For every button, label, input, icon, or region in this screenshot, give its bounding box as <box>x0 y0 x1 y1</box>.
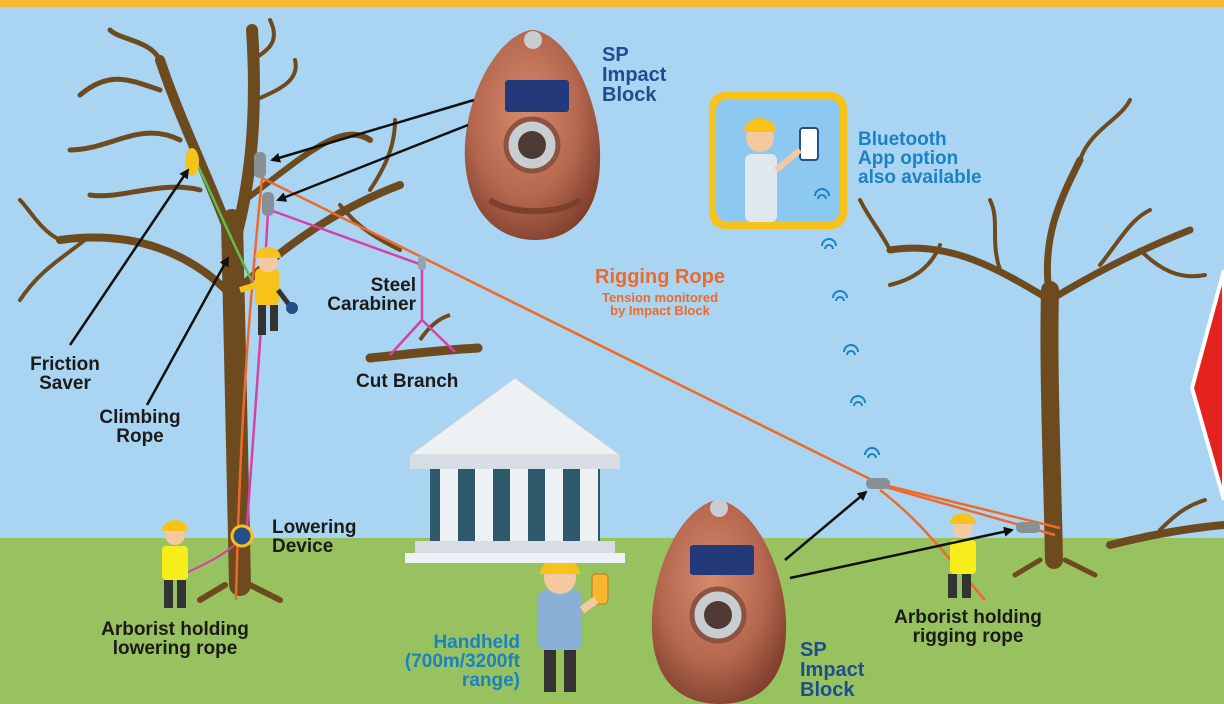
label-line: Rope <box>85 427 195 446</box>
impact-block-on-tree-2 <box>262 192 274 216</box>
label-line: SP <box>800 640 864 660</box>
label-line: SP <box>602 45 666 65</box>
rigging-rope-title: Rigging Rope <box>560 267 760 287</box>
label-line: Handheld <box>380 633 520 652</box>
label-line: range) <box>380 671 520 690</box>
label-line: Arborist holding <box>858 608 1078 627</box>
rigging-rope-subtitle: by Impact Block <box>560 304 760 317</box>
top-border <box>0 0 1224 7</box>
lowering-device-icon <box>232 526 252 546</box>
label-line: Arborist holding <box>60 620 290 639</box>
steel-carabiner-icon <box>418 256 426 270</box>
impact-block-on-tree-right <box>1016 522 1040 533</box>
label-line: Lowering <box>272 518 356 537</box>
label-arborist-rigging: Arborist holding rigging rope <box>858 608 1078 646</box>
label-sp-impact-block-top: SP Impact Block <box>602 45 666 105</box>
label-line: rigging rope <box>858 627 1078 646</box>
label-line: App option <box>858 149 982 168</box>
label-line: Block <box>602 85 666 105</box>
label-friction-saver: Friction Saver <box>20 355 110 393</box>
label-line: Friction <box>20 355 110 374</box>
label-line: Impact <box>800 660 864 680</box>
label-steel-carabiner: Steel Carabiner <box>296 276 416 314</box>
label-line: Impact <box>602 65 666 85</box>
label-rigging-rope: Rigging Rope Tension monitored by Impact… <box>560 267 760 317</box>
label-line: Bluetooth <box>858 130 982 149</box>
label-lowering-device: Lowering Device <box>272 518 356 556</box>
label-line: (700m/3200ft <box>380 652 520 671</box>
label-line: also available <box>858 168 982 187</box>
label-line: Saver <box>20 374 110 393</box>
label-line: Steel <box>296 276 416 295</box>
bluetooth-app-icon <box>709 92 847 229</box>
label-line: lowering rope <box>60 639 290 658</box>
label-climbing-rope: Climbing Rope <box>85 408 195 446</box>
label-arborist-lowering: Arborist holding lowering rope <box>60 620 290 658</box>
label-line: Climbing <box>85 408 195 427</box>
label-bluetooth: Bluetooth App option also available <box>858 130 982 187</box>
label-handheld: Handheld (700m/3200ft range) <box>380 633 520 690</box>
label-line: Block <box>800 680 864 700</box>
impact-block-on-tree-1 <box>254 152 266 178</box>
impact-block-on-rope <box>866 478 890 489</box>
label-line: Device <box>272 537 356 556</box>
label-sp-impact-block-bottom: SP Impact Block <box>800 640 864 700</box>
label-line: Carabiner <box>296 295 416 314</box>
label-cut-branch: Cut Branch <box>356 372 458 391</box>
